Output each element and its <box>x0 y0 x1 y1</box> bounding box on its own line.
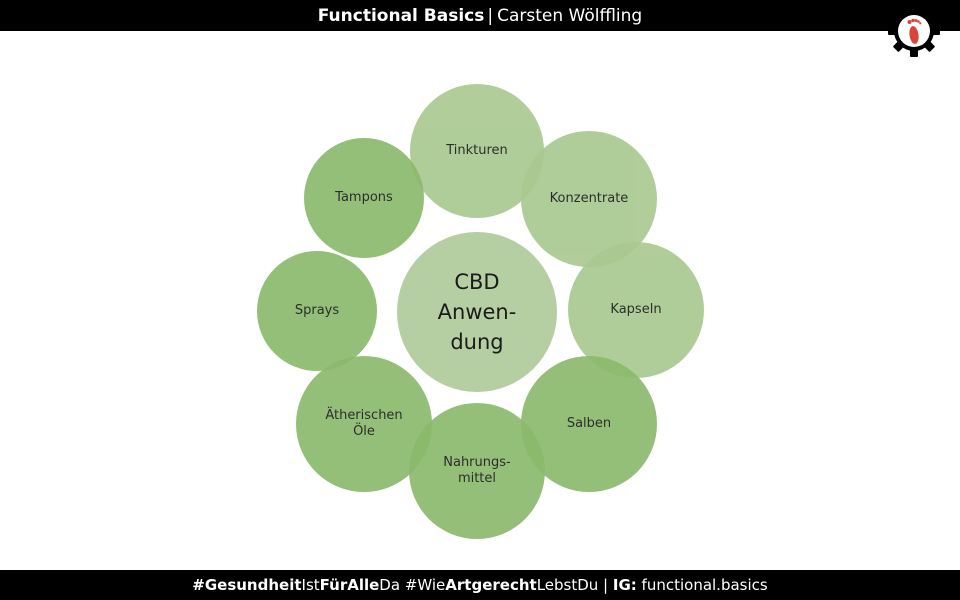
label-tampons: Tampons <box>335 190 393 205</box>
footer-part-0: #Gesundheit <box>192 576 302 594</box>
footprint-gear-icon <box>888 5 940 57</box>
footer-part-5: Artgerecht <box>445 576 537 594</box>
top-bar: Functional Basics | Carsten Wölffling <box>0 0 960 31</box>
footer-part-3: Da <box>379 576 405 594</box>
label-salben: Salben <box>566 416 612 431</box>
label-tinkturen: Tinkturen <box>446 143 508 158</box>
footer-part-8: functional.basics <box>636 576 768 594</box>
circle-sprays: Sprays <box>257 251 377 371</box>
label-sprays: Sprays <box>294 303 340 318</box>
author-name: Carsten Wölffling <box>497 5 643 26</box>
footer-part-4: #Wie <box>404 576 446 594</box>
label-konzentrate: Konzentrate <box>549 191 629 206</box>
footer-part-7: IG: <box>612 576 637 594</box>
footer-part-6: LebstDu | <box>536 576 613 594</box>
bottom-bar: #GesundheitIstFürAlleDa #WieArtgerechtLe… <box>0 570 960 600</box>
label-kapseln: Kapseln <box>610 302 662 317</box>
title-separator: | <box>487 5 494 26</box>
circle-tampons: Tampons <box>304 138 424 258</box>
label-nahrungsmittel: Nahrungs- mittel <box>443 455 511 486</box>
brand-title: Functional Basics <box>317 5 485 26</box>
footer-hashtags: #GesundheitIstFürAlleDa #WieArtgerechtLe… <box>192 576 767 594</box>
center-circle: CBD Anwen- dung <box>397 232 557 392</box>
circle-kapseln: Kapseln <box>568 242 704 378</box>
footer-part-2: FürAlle <box>319 576 380 594</box>
circle-aetherischen-oele: Ätherischen Öle <box>296 356 432 492</box>
center-label: CBD Anwen- dung <box>437 270 517 354</box>
footer-part-1: Ist <box>301 576 320 594</box>
label-aetherischen-oele: Ätherischen Öle <box>325 408 403 439</box>
